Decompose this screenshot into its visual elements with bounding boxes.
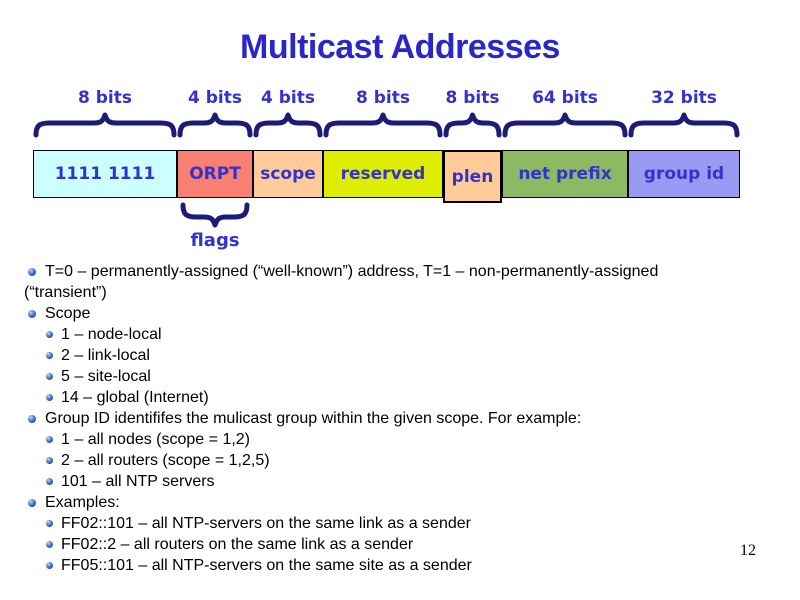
bullet-text: Examples: xyxy=(45,494,120,511)
bullet-line: Examples: xyxy=(24,492,786,513)
bullet-line: 5 – site-local xyxy=(24,366,786,387)
bullet-text: 5 – site-local xyxy=(61,368,151,385)
bullet-text: 1 – all nodes (scope = 1,2) xyxy=(61,431,251,448)
bullet-text: T=0 – permanently-assigned (“well-known”… xyxy=(45,263,659,280)
bullet-line: FF02::2 – all routers on the same link a… xyxy=(24,534,786,555)
bullet-line: FF02::101 – all NTP-servers on the same … xyxy=(24,513,786,534)
page-title: Multicast Addresses xyxy=(240,28,560,66)
bullet-icon xyxy=(28,267,36,276)
bullet-icon xyxy=(46,478,53,485)
page-number: 12 xyxy=(740,542,756,559)
field-box-scope: scope xyxy=(253,150,323,198)
field-box-plen: plen xyxy=(443,150,502,203)
bullet-line: 2 – link-local xyxy=(24,345,786,366)
bullet-icon xyxy=(28,498,36,507)
bullet-icon xyxy=(28,309,36,318)
field-column-net-prefix: 64 bits net prefix xyxy=(502,86,628,198)
field-column-1111-1111: 8 bits 1111 1111 xyxy=(33,86,177,198)
bullet-line: 2 – all routers (scope = 1,2,5) xyxy=(24,450,786,471)
field-box-net-prefix: net prefix xyxy=(502,150,628,198)
bits-label-reserved: 8 bits xyxy=(356,88,410,108)
bullet-text: Group ID identififes the mulicast group … xyxy=(45,410,582,427)
bullet-text: 14 – global (Internet) xyxy=(61,389,209,406)
bullet-text: (“transient”) xyxy=(24,284,107,301)
field-box-orpt: ORPT xyxy=(177,150,253,198)
bullet-text: FF02::2 – all routers on the same link a… xyxy=(61,536,414,553)
bullet-icon xyxy=(46,541,53,548)
bullet-icon xyxy=(46,394,53,401)
bullet-icon xyxy=(46,562,53,569)
bullet-line: FF05::101 – all NTP-servers on the same … xyxy=(24,555,786,576)
bits-label-1111-1111: 8 bits xyxy=(78,88,132,108)
bits-label-scope: 4 bits xyxy=(261,88,315,108)
field-column-plen: 8 bits plen xyxy=(443,86,502,203)
bullet-line: 14 – global (Internet) xyxy=(24,387,786,408)
bullet-text: Scope xyxy=(45,305,91,322)
field-column-group-id: 32 bits group id xyxy=(628,86,740,198)
bullet-list: T=0 – permanently-assigned (“well-known”… xyxy=(24,261,786,576)
flags-label: flags xyxy=(190,230,240,251)
bullet-text: FF02::101 – all NTP-servers on the same … xyxy=(61,515,471,532)
bullet-text: 2 – all routers (scope = 1,2,5) xyxy=(61,452,270,469)
curly-brace-up-icon xyxy=(443,112,502,138)
curly-brace-up-icon xyxy=(502,112,628,138)
bullet-text: 2 – link-local xyxy=(61,347,150,364)
bullet-icon xyxy=(46,373,53,380)
curly-brace-up-icon xyxy=(323,112,443,138)
field-column-scope: 4 bits scope xyxy=(253,86,323,198)
field-box-reserved: reserved xyxy=(323,150,443,198)
curly-brace-up-icon xyxy=(253,112,323,138)
bullet-icon xyxy=(46,436,53,443)
bits-label-net-prefix: 64 bits xyxy=(532,88,598,108)
bullet-line: 1 – node-local xyxy=(24,324,786,345)
bullet-text: 1 – node-local xyxy=(61,326,162,343)
field-box-group-id: group id xyxy=(628,150,740,198)
bullet-icon xyxy=(46,457,53,464)
bits-label-group-id: 32 bits xyxy=(651,88,717,108)
bullet-line: T=0 – permanently-assigned (“well-known”… xyxy=(24,261,786,282)
bullet-line: Scope xyxy=(24,303,786,324)
bullet-text: 101 – all NTP servers xyxy=(61,473,215,490)
continuation-line: (“transient”) xyxy=(24,282,786,303)
bullet-line: 101 – all NTP servers xyxy=(24,471,786,492)
bullet-icon xyxy=(46,352,53,359)
bullet-icon xyxy=(46,331,53,338)
flags-annotation: flags xyxy=(180,202,250,251)
bullet-icon xyxy=(46,520,53,527)
bullet-icon xyxy=(28,414,36,423)
curly-brace-down-icon xyxy=(180,202,250,228)
bullet-line: Group ID identififes the mulicast group … xyxy=(24,408,786,429)
curly-brace-up-icon xyxy=(628,112,740,138)
bits-label-orpt: 4 bits xyxy=(188,88,242,108)
curly-brace-up-icon xyxy=(177,112,253,138)
bits-label-plen: 8 bits xyxy=(445,88,500,108)
curly-brace-up-icon xyxy=(33,112,177,138)
field-box-1111-1111: 1111 1111 xyxy=(33,150,177,198)
bullet-line: 1 – all nodes (scope = 1,2) xyxy=(24,429,786,450)
field-column-reserved: 8 bits reserved xyxy=(323,86,443,198)
bullet-text: FF05::101 – all NTP-servers on the same … xyxy=(61,557,472,574)
